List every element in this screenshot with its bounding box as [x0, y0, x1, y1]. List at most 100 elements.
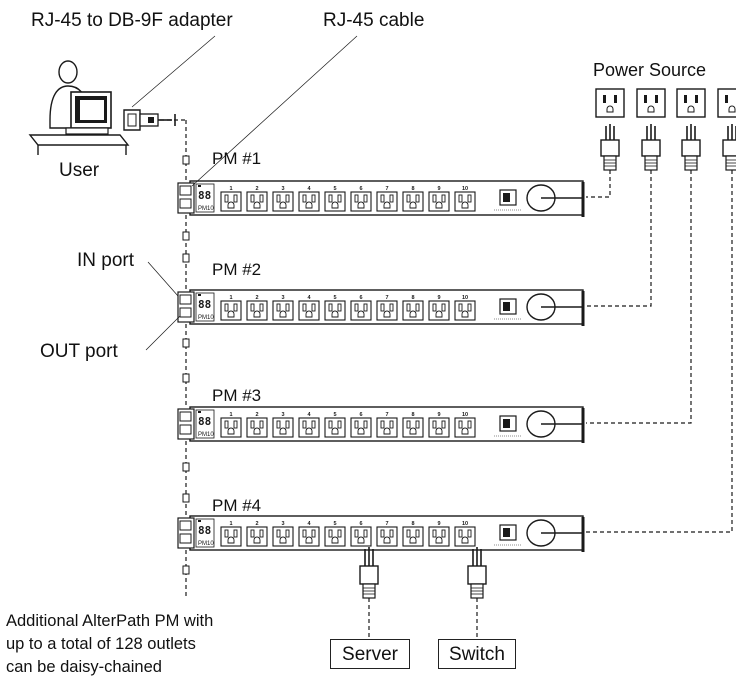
outlet-number: 8 — [411, 412, 414, 418]
switch-device-box: Switch — [438, 639, 516, 669]
outlet-10: 10 — [454, 186, 476, 212]
outlet-number: 9 — [437, 521, 440, 527]
outlet-7: 7 — [376, 412, 398, 438]
outlet-7: 7 — [376, 295, 398, 321]
outlet-9: 9 — [428, 186, 450, 212]
outlet-6: 6 — [350, 295, 372, 321]
outlet-9: 9 — [428, 521, 450, 547]
outlet-7: 7 — [376, 186, 398, 212]
outlet-8: 8 — [402, 412, 424, 438]
outlet-6: 6 — [350, 521, 372, 547]
out-port-leader-line — [145, 315, 181, 351]
outlet-number: 6 — [359, 521, 362, 527]
outlet-number: 1 — [229, 186, 232, 192]
outlet-number: 3 — [281, 412, 284, 418]
out-port-label: OUT port — [40, 341, 118, 362]
outlet-4: 4 — [298, 412, 320, 438]
outlet-number: 8 — [411, 521, 414, 527]
outlet-1: 1 — [220, 521, 242, 547]
outlet-5: 5 — [324, 186, 346, 212]
user-computer-icon — [28, 60, 130, 155]
outlet-10: 10 — [454, 521, 476, 547]
power-plug-icon — [681, 124, 701, 171]
pm-3-label: PM #3 — [212, 386, 262, 405]
outlet-1: 1 — [220, 295, 242, 321]
outlet-10: 10 — [454, 412, 476, 438]
outlet-2: 2 — [246, 521, 268, 547]
outlet-9: 9 — [428, 295, 450, 321]
led-display: 88 — [198, 298, 211, 311]
outlet-number: 5 — [333, 412, 336, 418]
outlet-7: 7 — [376, 521, 398, 547]
outlet-3: 3 — [272, 521, 294, 547]
outlet-number: 5 — [333, 521, 336, 527]
outlet-number: 6 — [359, 186, 362, 192]
led-display: 88 — [198, 524, 211, 537]
adapter-leader-line — [131, 35, 216, 108]
daisy-chain-note-line-2: up to a total of 128 outlets — [6, 635, 196, 653]
pm-brand-label: PM10 — [198, 315, 214, 321]
outlet-8: 8 — [402, 521, 424, 547]
outlet-2: 2 — [246, 295, 268, 321]
outlet-2: 2 — [246, 412, 268, 438]
outlet-3: 3 — [272, 412, 294, 438]
wall-outlet-1 — [595, 88, 625, 118]
outlet-4: 4 — [298, 186, 320, 212]
rj45-connector-icon — [182, 462, 190, 472]
power-plug-icon — [722, 124, 736, 171]
outlet-number: 4 — [307, 412, 311, 418]
outlet-5: 5 — [324, 295, 346, 321]
led-display: 88 — [198, 189, 211, 202]
outlet-number: 9 — [437, 295, 440, 301]
outlet-number: 1 — [229, 521, 232, 527]
outlet-4: 4 — [298, 521, 320, 547]
rj45-connector-icon — [182, 253, 190, 263]
rj45-connector-icon — [182, 493, 190, 503]
user-label: User — [59, 160, 100, 181]
pm-4-label: PM #4 — [212, 496, 262, 515]
outlet-number: 1 — [229, 295, 232, 301]
outlet-number: 6 — [359, 295, 362, 301]
outlet-number: 2 — [255, 186, 258, 192]
wall-outlet-2 — [636, 88, 666, 118]
outlet-8: 8 — [402, 186, 424, 212]
pm-2-label: PM #2 — [212, 260, 262, 279]
adapter-label: RJ-45 to DB-9F adapter — [31, 10, 233, 31]
pm-brand-label: PM10 — [198, 206, 214, 212]
outlet-6: 6 — [350, 186, 372, 212]
switch-plug-icon — [467, 547, 487, 599]
pm-brand-label: PM10 — [198, 541, 214, 547]
outlet-1: 1 — [220, 186, 242, 212]
outlet-number: 7 — [385, 521, 388, 527]
outlet-number: 1 — [229, 412, 232, 418]
in-port-label: IN port — [77, 250, 135, 271]
outlet-number: 10 — [462, 412, 468, 418]
daisy-chain-note-line-1: Additional AlterPath PM with — [6, 612, 214, 630]
outlet-number: 4 — [307, 186, 311, 192]
outlet-number: 4 — [307, 521, 311, 527]
rj45-connector-icon — [182, 373, 190, 383]
outlet-number: 9 — [437, 186, 440, 192]
outlet-number: 2 — [255, 412, 258, 418]
outlet-number: 5 — [333, 295, 336, 301]
outlet-number: 7 — [385, 412, 388, 418]
outlet-5: 5 — [324, 521, 346, 547]
outlet-number: 10 — [462, 186, 468, 192]
pm-1-label: PM #1 — [212, 149, 262, 168]
outlet-4: 4 — [298, 295, 320, 321]
power-plug-icon — [600, 124, 620, 171]
outlet-6: 6 — [350, 412, 372, 438]
outlet-number: 7 — [385, 295, 388, 301]
power-source-label: Power Source — [593, 60, 707, 80]
outlet-number: 5 — [333, 186, 336, 192]
wall-outlet-3 — [676, 88, 706, 118]
outlet-number: 9 — [437, 412, 440, 418]
outlet-1: 1 — [220, 412, 242, 438]
outlet-number: 2 — [255, 521, 258, 527]
outlet-number: 3 — [281, 186, 284, 192]
outlet-3: 3 — [272, 295, 294, 321]
wall-outlet-4 — [717, 88, 736, 118]
outlet-5: 5 — [324, 412, 346, 438]
cable-label: RJ-45 cable — [323, 10, 425, 31]
